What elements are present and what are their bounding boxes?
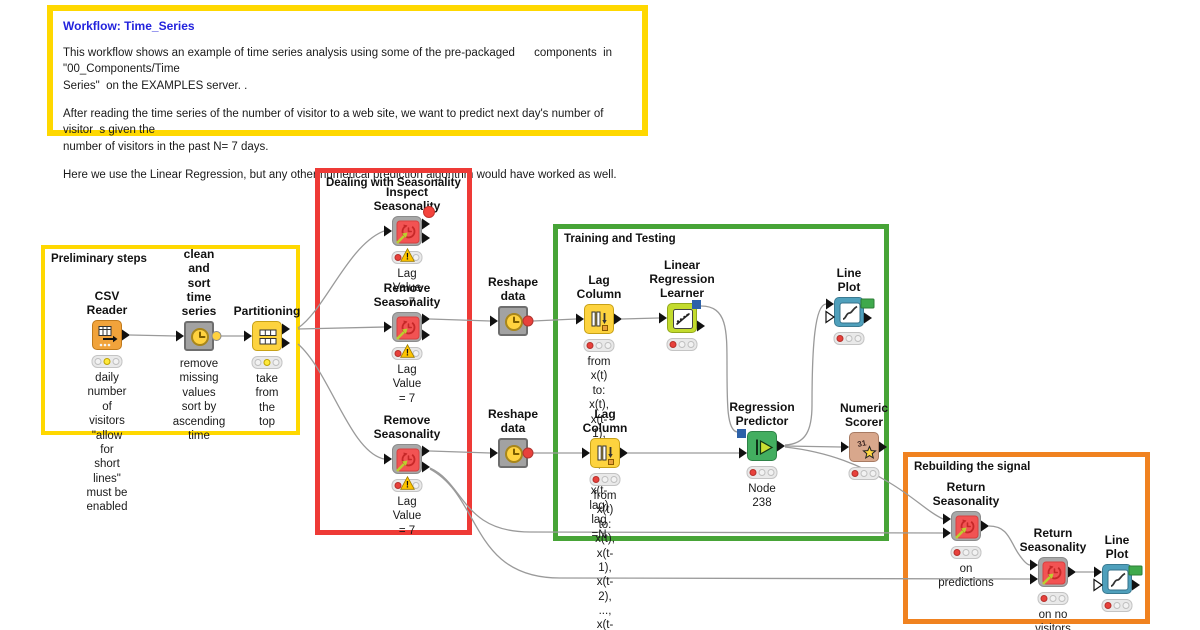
node-reshape-data-2[interactable]: Reshape data <box>488 407 538 468</box>
node-caption: remove missing values sort by ascending … <box>172 358 226 442</box>
node-remove-seasonality-2[interactable]: Remove Seasonality ! Lag Value = 7 <box>374 413 441 537</box>
node-caption: on no visitors <box>1035 609 1071 630</box>
node-label: Linear Regression Learner <box>649 257 715 300</box>
traffic-light <box>746 466 778 479</box>
node-inspect-seasonality[interactable]: Inspect Seasonality ! Lag Value = 7 <box>374 185 441 309</box>
node-caption: Lag Value = 7 <box>392 364 422 405</box>
node-label: Line Plot <box>1104 532 1130 561</box>
node-caption: on predictions <box>938 563 994 590</box>
traffic-light <box>848 467 880 480</box>
annotation-box-title: Rebuilding the signal <box>914 461 1031 473</box>
traffic-light <box>1037 592 1069 605</box>
clock-icon <box>498 306 528 336</box>
svg-text:!: ! <box>405 252 408 262</box>
workflow-note[interactable]: Workflow: Time_Series This workflow show… <box>47 5 648 181</box>
node-label: Regression Predictor <box>729 399 795 428</box>
node-return-seasonality-2[interactable]: Return Seasonality on no visitors <box>1020 526 1087 630</box>
annotation-box-title: Preliminary steps <box>51 253 147 265</box>
line-plot-icon <box>1102 564 1132 594</box>
svg-text:!: ! <box>405 480 408 490</box>
scorer-icon: 31 <box>849 432 879 462</box>
node-label: Lag Column <box>582 406 628 435</box>
node-label: Reshape data <box>487 274 539 303</box>
note-paragraph: After reading the time series of the num… <box>63 107 604 153</box>
node-label: Numeric Scorer <box>839 400 889 429</box>
traffic-light <box>589 473 621 486</box>
partitioning-icon <box>252 321 282 351</box>
node-numeric-scorer[interactable]: Numeric Scorer 31 <box>840 401 888 480</box>
node-label: Return Seasonality <box>1019 525 1087 554</box>
node-reshape-data-1[interactable]: Reshape data <box>488 275 538 336</box>
svg-text:31: 31 <box>857 438 868 449</box>
warning-icon: ! <box>399 476 415 490</box>
node-label: clean and sort time series <box>181 247 217 318</box>
annotation-box-title: Training and Testing <box>564 233 676 245</box>
node-label: Inspect Seasonality <box>373 184 441 213</box>
node-regression-predictor[interactable]: Regression Predictor Node 238 <box>729 400 794 510</box>
traffic-light <box>950 546 982 559</box>
node-caption: Lag Value = 7 <box>392 268 422 309</box>
node-label: Reshape data <box>487 406 539 435</box>
seasonality-icon <box>1038 557 1068 587</box>
node-lag-column-2[interactable]: Lag Column from x(t) to: x(t), x(t-1), x… <box>583 407 628 630</box>
note-title: Workflow: Time_Series <box>63 19 195 33</box>
node-csv-reader[interactable]: CSV Reader daily number of visitors "all… <box>87 289 128 514</box>
traffic-light <box>91 355 123 368</box>
traffic-light <box>583 339 615 352</box>
node-return-seasonality-1[interactable]: Return Seasonality on predictions <box>933 480 1000 590</box>
node-label: Partitioning <box>233 303 301 318</box>
node-label: Remove Seasonality <box>373 280 441 309</box>
node-lag-column-1[interactable]: Lag Column from x(t) to: x(t), x(t-1), x… <box>577 273 622 541</box>
node-caption: Lag Value = 7 <box>392 496 422 537</box>
node-label: Remove Seasonality <box>373 412 441 441</box>
regression-chart-icon <box>667 303 697 333</box>
traffic-light-warning: ! <box>391 344 423 360</box>
node-remove-seasonality-1[interactable]: Remove Seasonality ! Lag Value = 7 <box>374 281 441 405</box>
node-caption: daily number of visitors "allow for shor… <box>86 372 128 514</box>
node-partitioning[interactable]: Partitioning take from the top <box>234 304 301 428</box>
annotation-box-preliminary-steps[interactable]: Preliminary steps <box>41 245 300 435</box>
annotation-box-title: Dealing with Seasonality <box>326 177 461 189</box>
node-caption: take from the top <box>255 373 279 429</box>
lag-column-icon <box>590 438 620 468</box>
traffic-light <box>666 338 698 351</box>
line-plot-icon <box>834 297 864 327</box>
traffic-light-warning: ! <box>391 476 423 492</box>
node-label: Lag Column <box>576 272 622 301</box>
traffic-light <box>833 332 865 345</box>
node-caption: from x(t) to: x(t), x(t-1), x(t-2), ...,… <box>593 490 617 630</box>
warning-icon: ! <box>399 248 415 262</box>
clock-icon <box>498 438 528 468</box>
predictor-icon <box>747 431 777 461</box>
node-label: CSV Reader <box>86 288 128 317</box>
lag-column-icon <box>584 304 614 334</box>
node-label: Line Plot <box>836 265 862 294</box>
node-clean-and-sort[interactable]: clean and sort time series remove missin… <box>173 247 225 442</box>
node-line-plot-2[interactable]: Line Plot <box>1101 533 1133 612</box>
seasonality-icon <box>951 511 981 541</box>
seasonality-icon <box>392 312 422 342</box>
node-linear-regression-learner[interactable]: Linear Regression Learner <box>649 258 715 351</box>
warning-icon: ! <box>399 344 415 358</box>
svg-text:!: ! <box>405 348 408 358</box>
clock-icon <box>184 321 214 351</box>
note-paragraph: This workflow shows an example of time s… <box>63 47 613 92</box>
traffic-light-warning: ! <box>391 248 423 264</box>
seasonality-icon <box>392 444 422 474</box>
node-label: Return Seasonality <box>932 479 1000 508</box>
csv-reader-icon <box>92 320 122 350</box>
node-line-plot-1[interactable]: Line Plot <box>833 266 865 345</box>
traffic-light <box>1101 599 1133 612</box>
seasonality-icon <box>392 216 422 246</box>
node-caption: Node 238 <box>748 483 776 510</box>
traffic-light <box>251 356 283 369</box>
